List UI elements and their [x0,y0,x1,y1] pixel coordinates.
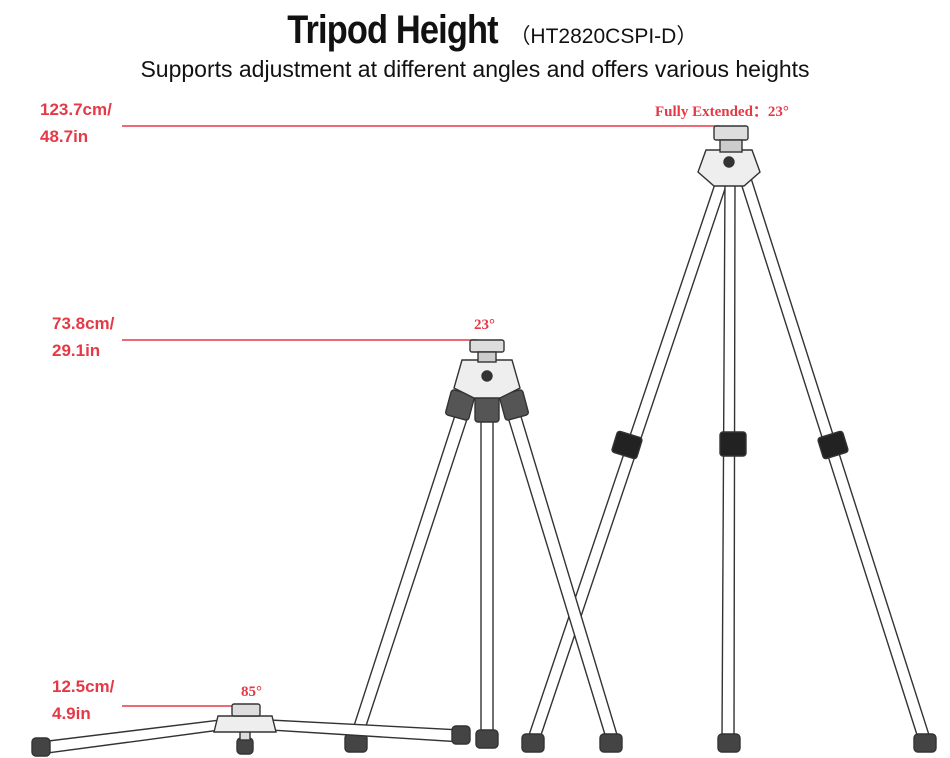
mid-logo-dot [481,370,493,382]
low-head-plate [231,703,261,717]
mid-head-plate [469,339,505,353]
page-title: Tripod Height [286,8,498,52]
height-cm-mid: 73.8cm/ [52,314,115,333]
height-cm-full: 123.7cm/ [40,100,112,119]
mid-feet [344,729,623,753]
full-leg-locks [611,430,849,460]
full-logo-dot [723,156,735,168]
height-label-full: 123.7cm/ 48.7in [40,96,112,150]
angle-label-mid: 23° [474,317,495,333]
mid-head-base [477,351,497,363]
full-spider [697,149,761,187]
height-label-mid: 73.8cm/ 29.1in [52,310,114,364]
tripod-low [31,703,471,757]
mid-leg-left [349,399,473,739]
tripod-mid [344,339,623,753]
height-in-low: 4.9in [52,704,91,723]
title-row: Tripod Height （HT2820CSPI-D） [0,8,950,56]
height-in-mid: 29.1in [52,341,101,360]
angle-label-low: 85° [241,684,262,700]
low-leg-left [39,719,221,755]
height-label-low: 12.5cm/ 4.9in [52,673,114,727]
angle-label-full: Fully Extended：23° [655,104,789,120]
model-number: （HT2820CSPI-D） [509,25,698,48]
height-in-full: 48.7in [40,127,89,146]
full-leg-center [721,179,736,739]
page-subtitle: Supports adjustment at different angles … [140,56,810,82]
height-cm-low: 12.5cm/ [52,677,115,696]
full-head-base [719,139,743,153]
full-feet [521,733,937,753]
full-head-plate [713,125,749,141]
low-feet [31,725,471,757]
mid-collars [445,389,529,423]
mid-leg-right [503,399,619,739]
low-spider [213,715,277,733]
height-reference-lines [122,125,720,707]
tripod-full [521,125,937,753]
mid-leg-center [480,403,494,739]
